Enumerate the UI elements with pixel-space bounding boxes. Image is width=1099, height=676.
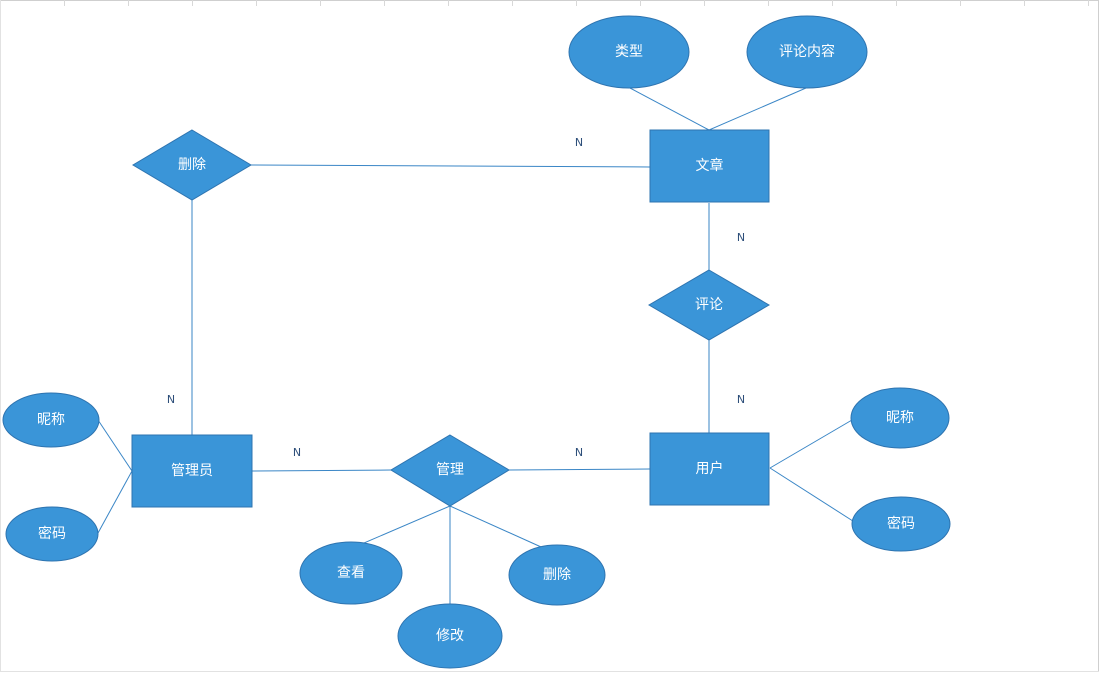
attribute-manage-delete-label: 删除 (543, 567, 571, 583)
grid-tick (576, 0, 577, 6)
canvas-border-top (0, 0, 1099, 1)
line-manage-user (508, 468, 651, 471)
attribute-manage-edit-label: 修改 (436, 628, 464, 644)
attribute-user-password-label: 密码 (887, 515, 915, 532)
entity-user-label: 用户 (696, 460, 724, 477)
attribute-article-comment-content: 评论内容 (746, 15, 868, 89)
attribute-article-type: 类型 (568, 15, 690, 89)
grid-tick (704, 0, 705, 6)
line-admin-manage (251, 469, 392, 472)
line-delete-article (250, 164, 651, 168)
cardinality-manage-user: N (575, 446, 583, 459)
line-user-nickname (769, 419, 853, 469)
line-admin-password (97, 470, 133, 534)
attribute-manage-delete: 删除 (508, 544, 606, 606)
relationship-delete: 删除 (132, 129, 252, 201)
attribute-admin-password: 密码 (5, 506, 99, 562)
grid-tick (64, 0, 65, 6)
grid-tick (256, 0, 257, 6)
grid-tick (832, 0, 833, 6)
line-admin-nickname (97, 419, 133, 472)
canvas-border-left (0, 0, 1, 672)
entity-admin: 管理员 (131, 434, 253, 508)
grid-tick (512, 0, 513, 6)
grid-tick (192, 0, 193, 6)
attribute-user-nickname-label: 昵称 (886, 410, 914, 426)
attribute-admin-password-label: 密码 (38, 525, 66, 542)
grid-tick (384, 0, 385, 6)
relationship-delete-label: 删除 (178, 157, 206, 173)
grid-tick (768, 0, 769, 6)
entity-user: 用户 (649, 432, 770, 506)
grid-tick (640, 0, 641, 6)
cardinality-manage-admin: N (293, 446, 301, 459)
relationship-comment-label: 评论 (695, 297, 723, 313)
cardinality-delete-admin: N (167, 393, 175, 406)
grid-tick (1088, 0, 1089, 6)
entity-article: 文章 (649, 129, 770, 203)
grid-tick (896, 0, 897, 6)
grid-tick (448, 0, 449, 6)
grid-tick (960, 0, 961, 6)
line-article-comment-content (708, 87, 807, 131)
entity-admin-label: 管理员 (171, 463, 213, 479)
grid-tick (320, 0, 321, 6)
line-manage-delete (449, 505, 551, 552)
attribute-admin-nickname: 昵称 (2, 392, 100, 448)
attribute-manage-edit: 修改 (397, 603, 503, 669)
attribute-article-type-label: 类型 (615, 44, 643, 60)
grid-tick (128, 0, 129, 6)
attribute-manage-view: 查看 (299, 541, 403, 605)
relationship-manage: 管理 (390, 434, 510, 507)
attribute-user-password: 密码 (851, 496, 951, 552)
relationship-manage-label: 管理 (436, 462, 464, 478)
cardinality-comment-user: N (737, 393, 745, 406)
cardinality-delete-article: N (575, 136, 583, 149)
line-user-password (769, 467, 857, 524)
attribute-manage-view-label: 查看 (337, 565, 365, 581)
attribute-article-comment-content-label: 评论内容 (779, 43, 835, 60)
attribute-user-nickname: 昵称 (850, 387, 950, 449)
relationship-comment: 评论 (648, 269, 770, 341)
grid-tick (1024, 0, 1025, 6)
connectors (97, 87, 857, 606)
entity-article-label: 文章 (696, 157, 724, 174)
attribute-admin-nickname-label: 昵称 (37, 412, 65, 428)
line-article-type (629, 87, 710, 131)
line-manage-view (349, 505, 451, 550)
cardinality-comment-article: N (737, 231, 745, 244)
